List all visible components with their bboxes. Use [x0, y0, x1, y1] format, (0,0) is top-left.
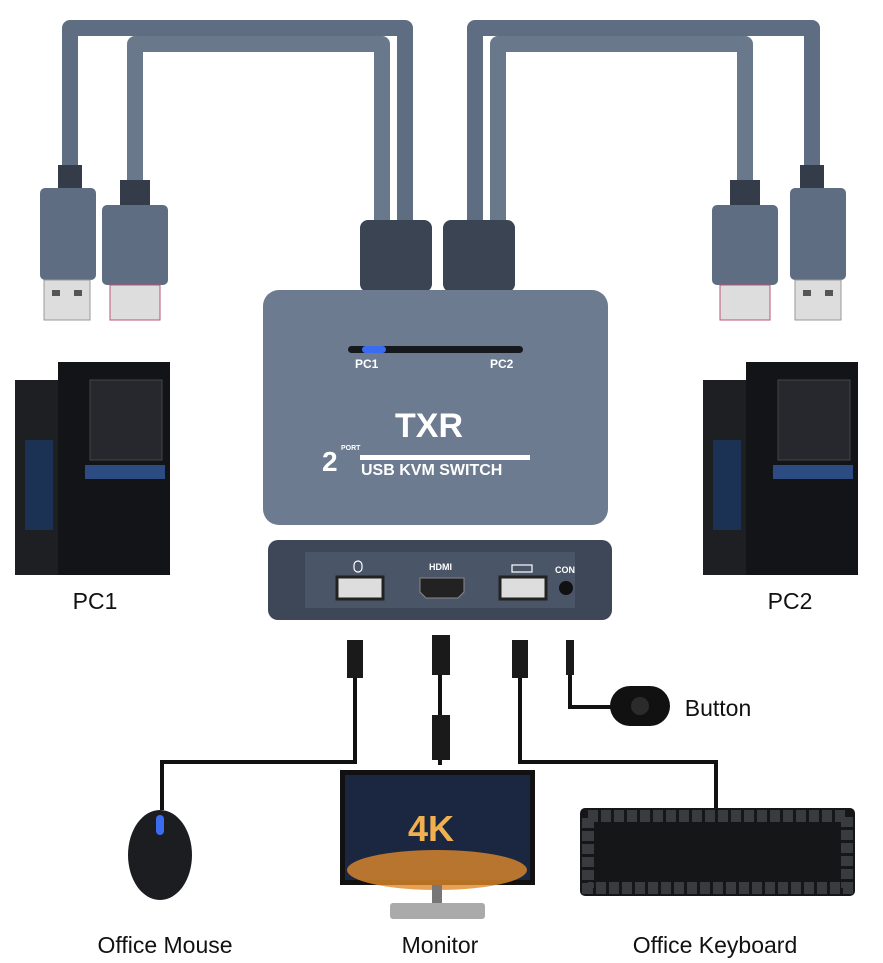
pc2-hdmi-plug — [712, 180, 778, 321]
kvm-front-panel — [268, 540, 612, 620]
hdmi-port-label: HDMI — [429, 562, 452, 572]
mouse-icon — [353, 560, 363, 573]
cable-strain-reliefs — [360, 220, 515, 292]
pc1-tower — [15, 362, 170, 575]
hdmi-port — [419, 577, 465, 599]
mouse-usb-port — [335, 575, 385, 601]
led-slot — [348, 346, 523, 353]
keyboard-usb-port — [498, 575, 548, 601]
port-count: 2 — [322, 446, 338, 477]
con-port-label: CON — [555, 565, 575, 575]
keyboard-label: Office Keyboard — [632, 932, 798, 958]
keyboard-icon — [511, 564, 533, 573]
pc2-cable — [467, 20, 820, 225]
pc1-label: PC1 — [72, 588, 118, 614]
con-port — [559, 581, 573, 595]
pc1-led-indicator — [362, 346, 386, 353]
button-label: Button — [684, 695, 752, 721]
office-keyboard — [580, 808, 855, 896]
pc2-usb-plug — [790, 165, 846, 321]
monitor — [340, 770, 535, 919]
mouse-label: Office Mouse — [97, 932, 233, 958]
monitor-label: Monitor — [401, 932, 479, 958]
office-mouse — [128, 810, 192, 900]
port-word: PORT — [341, 445, 361, 452]
led-label-pc1: PC1 — [355, 357, 379, 371]
brand-logo: TXR — [395, 407, 463, 445]
pc1-cable — [62, 20, 413, 225]
pc1-hdmi-plug — [102, 180, 168, 321]
led-label-pc2: PC2 — [490, 357, 514, 371]
logo-underline — [360, 455, 530, 460]
monitor-4k-text: 4K — [408, 808, 455, 849]
pc2-label: PC2 — [767, 588, 813, 614]
product-name: USB KVM SWITCH — [361, 462, 503, 479]
pc2-tower — [703, 362, 858, 575]
cable-plugs — [347, 635, 574, 760]
pc1-usb-plug — [40, 165, 96, 321]
